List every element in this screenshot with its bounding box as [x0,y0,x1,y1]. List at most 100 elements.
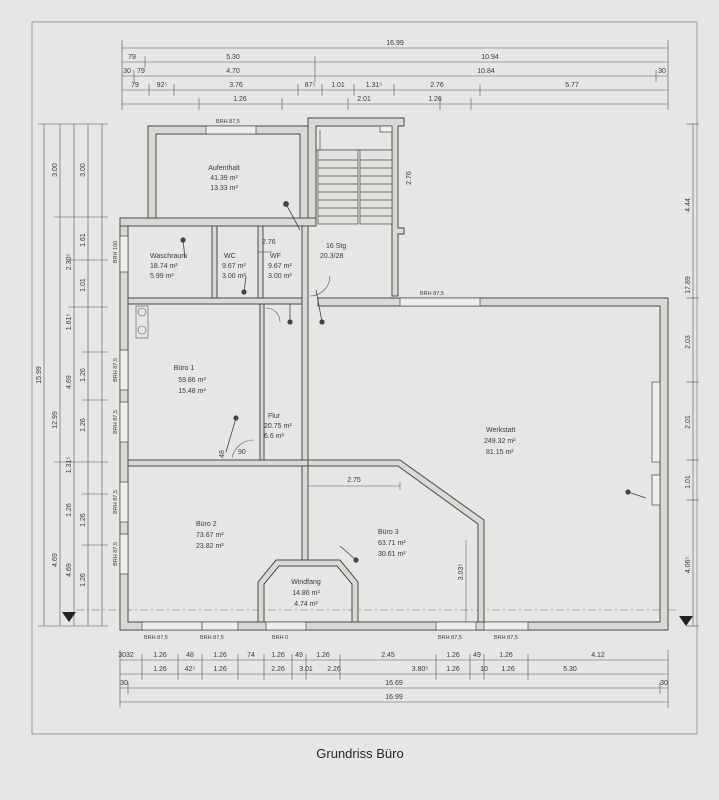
dim-left-inner-g: 1.26 [80,573,87,587]
brh-left-4: BRH 87,5 [113,490,119,514]
dim-right-a: 4.44 [685,198,692,212]
dim-bot-r1-5: 1.26 [271,652,285,659]
dim-bot-r1-11: 1.26 [499,652,513,659]
dim-top-r1-b: 5.30 [226,54,240,61]
dim-bot-r1-10: 49 [473,652,481,659]
dim-bot-r1-2: 48 [186,652,194,659]
left-dimension-chains [38,123,108,627]
dim-top-r2-c: 4.70 [226,68,240,75]
room-buero2-name: Büro 2 [196,521,217,528]
room-stair-name: 16 Stg [326,243,346,250]
dim-bot-r2-6: 3.80⁵ [412,666,429,673]
dim-top-r3-b: 92⁵ [157,82,168,89]
room-aufenthalt-perimeter: 13.33 m² [210,185,238,192]
room-windfang-area: 14.86 m² [292,590,320,597]
drawing-frame [31,21,698,735]
room-windfang-name: Windfang [291,579,321,586]
brh-bottom-5: BRH 87,5 [494,635,518,641]
right-dimension-chain [686,123,699,627]
brh-bottom-4: BRH 87,5 [438,635,462,641]
brh-left-5: BRH 87,5 [113,542,119,566]
dim-left-inner-f: 1.26 [80,513,87,527]
dim-left-mid-a: 3.00 [52,163,59,177]
brh-bottom-2: BRH 87,5 [200,635,224,641]
dim-top-r3-g: 2.76 [430,82,444,89]
dim-bot-overall: 16.99 [385,694,403,701]
room-wc2-name: WF [270,253,281,260]
dim-right-d: 2.01 [685,415,692,429]
room-buero2-perimeter: 23.82 m² [196,543,224,550]
dim-top-r3-h: 5.77 [565,82,579,89]
room-waschraum-name: Waschraum [150,253,187,260]
dim-bot-r1-8: 2.45 [381,652,395,659]
dim-right-e: 1.01 [685,475,692,489]
room-stair-detail: 20.3/28 [320,253,343,260]
brh-left-2: BRH 87,5 [113,358,119,382]
room-aufenthalt-name: Aufenthalt [208,165,240,172]
room-labels: Aufenthalt 41.39 m² 13.33 m² Waschraum 1… [150,165,516,608]
dim-bot-r1-7: 1.26 [316,652,330,659]
top-dimension-chains [121,40,669,110]
brh-werkstatt-top: BRH 87,5 [420,291,444,297]
brh-aufenthalt: BRH 87,5 [216,119,240,125]
inner-dim-buero3-side: 3.03⁵ [458,564,465,581]
staircase [316,130,393,225]
brh-bottom-3: BRH 0 [272,635,288,641]
dim-top-r1-a: 79 [128,54,136,61]
buero3-dim-line [307,482,467,622]
room-waschraum-area: 18.74 m² [150,263,178,270]
dim-left-outer-c: 4.69 [52,553,59,567]
inner-dim-flur-door: 90 [238,449,246,456]
dim-left-inner-b: 1.61 [80,233,87,247]
room-wc2-perimeter: 3.00 m² [268,273,292,280]
dim-top-r2-b: 79 [137,68,145,75]
dim-top-r4-a: 1.26 [233,96,247,103]
dim-left-inner-a: 3.00 [80,163,87,177]
dim-bot-r2-8: 10 [480,666,488,673]
dim-bot-r1-12: 4.12 [591,652,605,659]
inner-dim-stair: 2.76 [406,171,413,185]
brh-left-3: BRH 87,5 [113,410,119,434]
dim-bot-r3-0: 30 [120,680,128,687]
section-marker-left [62,612,76,622]
brh-left-1: BRH 150 [113,241,119,263]
room-wc1-area: 9.67 m² [222,263,246,270]
dim-left-inner-c: 1.01 [80,278,87,292]
dim-bot-r2-7: 1.26 [446,666,460,673]
dim-bot-r3-1: 16.69 [385,680,403,687]
room-wc2-area: 9.67 m² [268,263,292,270]
inner-dim-corridor: 2.76 [262,239,276,246]
dim-left-mid-g: 4.69 [66,563,73,577]
room-flur-perimeter: 6.6 m² [264,433,285,440]
dim-bot-r2-1: 42⁵ [185,666,196,673]
inner-dim-buero3-top: 2.75 [347,477,361,484]
room-aufenthalt-area: 41.39 m² [210,175,238,182]
dim-top-r1-c: 10.94 [481,54,499,61]
dim-bot-r2-0: 1.26 [153,666,167,673]
dim-bot-r1-0: 3032 [118,652,134,659]
room-waschraum-perimeter: 5.99 m² [150,273,174,280]
room-werkstatt-perimeter: 81.15 m² [486,449,514,456]
dim-left-mid-e: 1.31⁵ [66,457,73,474]
window-labels: BRH 87,5 BRH 87,5 BRH 150 BRH 87,5 BRH 8… [113,119,518,641]
dim-right-f: 4.06⁵ [685,557,692,574]
drawing-caption: Grundriss Büro [316,746,403,761]
dim-left-inner-d: 1.26 [80,368,87,382]
dim-left-inner-e: 1.26 [80,418,87,432]
dim-top-r4-b: 2.01 [357,96,371,103]
dim-left-mid-f: 1.26 [66,503,73,517]
dim-left-mid-d: 4.69 [66,375,73,389]
room-buero3-perimeter: 30.61 m² [378,551,406,558]
dim-left-outer-b: 12.99 [52,411,59,429]
dim-bot-r3-2: 30 [660,680,668,687]
dim-bot-r1-9: 1.26 [446,652,460,659]
room-flur-area: 20.75 m² [264,423,292,430]
dim-left-outer-a: 15.99 [36,366,43,384]
dim-bot-r1-3: 1.26 [213,652,227,659]
room-werkstatt-name: Werkstatt [486,427,515,434]
dim-bot-r1-4: 74 [247,652,255,659]
walls [119,117,669,631]
brh-bottom-1: BRH 87,5 [144,635,168,641]
dim-top-r3-e: 1.01 [331,82,345,89]
dim-top-r3-c: 3.76 [229,82,243,89]
